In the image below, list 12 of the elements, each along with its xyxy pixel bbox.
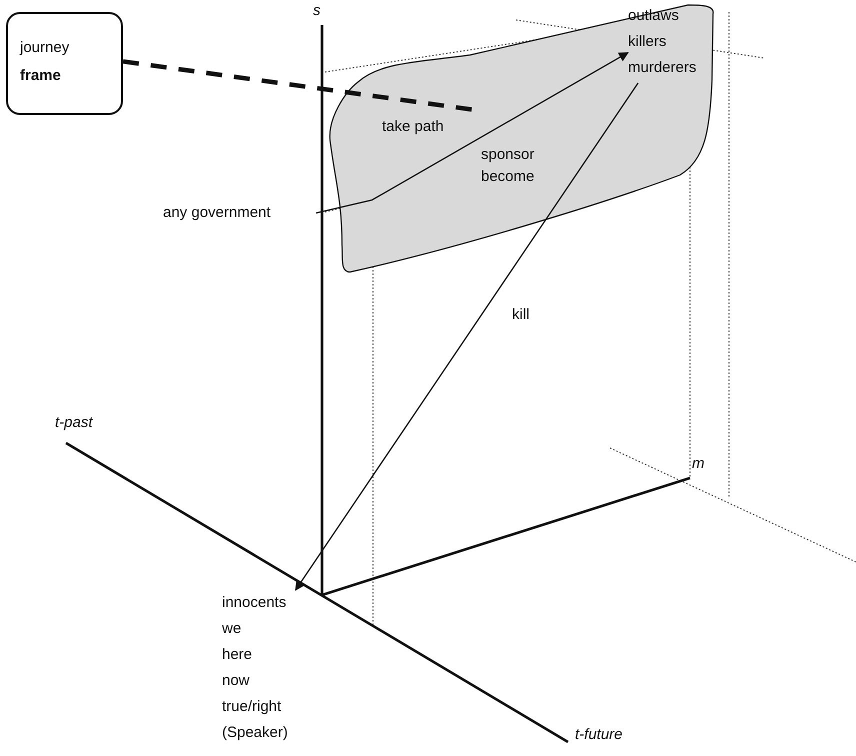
node-label: innocents we here now true/right (Speaker) (222, 590, 302, 746)
edge-label: kill (512, 305, 530, 325)
annotation: sponsor become (481, 145, 536, 187)
arrow (316, 52, 629, 214)
axis-label: t-past (55, 413, 93, 433)
axis-label: t-future (575, 725, 623, 745)
axis-label: m (692, 454, 704, 474)
axis-label: s (313, 1, 320, 21)
frame-box: journey frame (6, 12, 123, 115)
arrow (295, 82, 639, 591)
node-label: any government (163, 200, 316, 226)
annotation: take path (382, 117, 444, 137)
